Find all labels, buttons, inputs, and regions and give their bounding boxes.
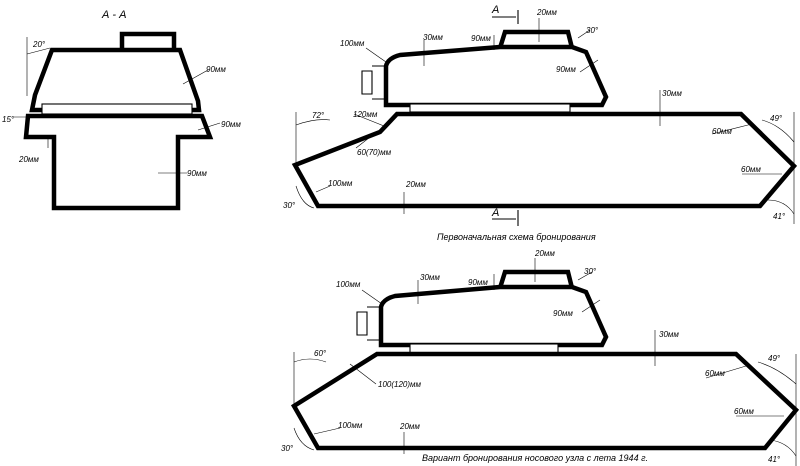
variant-1944-scheme: 100мм 30мм 90мм 20мм 30° 90мм 60° 100(12…	[281, 249, 800, 466]
variant-rear-angle-leader	[577, 271, 593, 281]
variant-label-hull-floor: 20мм	[399, 422, 420, 431]
section-hull-side-leader	[197, 122, 221, 131]
original-label-rear-upper-angle: 49°	[770, 114, 783, 123]
original-gun-mantlet	[361, 70, 373, 95]
section-turret-outline	[29, 47, 202, 113]
variant-nose-angle-arc	[293, 358, 327, 363]
variant-label-upper-glacis: 100(120)мм	[378, 380, 422, 389]
variant-caption: Вариант бронирования носового узла с лет…	[422, 453, 648, 463]
original-label-cupola-base: 90мм	[471, 34, 491, 43]
original-rear-upper-arc	[761, 119, 795, 143]
variant-label-rear-lower-angle: 41°	[768, 455, 781, 464]
original-mantlet-leader	[365, 47, 387, 63]
section-cupola	[119, 31, 177, 50]
variant-label-rear-lower: 60мм	[734, 407, 754, 416]
variant-label-turret-rear: 90мм	[553, 309, 573, 318]
original-label-upper-front: 120мм	[353, 110, 378, 119]
variant-turret-rear-leader	[581, 299, 601, 313]
variant-cupola	[497, 269, 575, 289]
original-label-rear-upper: 60мм	[712, 127, 732, 136]
original-label-rear-lower: 60мм	[741, 165, 761, 174]
original-cupola	[497, 29, 575, 49]
section-title: А - А	[101, 9, 126, 21]
original-label-lower-front: 100мм	[328, 179, 353, 188]
original-caption: Первоначальная схема бронирования	[437, 232, 596, 242]
original-label-nose-angle: 72°	[312, 111, 325, 120]
original-nose-angle-arc	[295, 119, 331, 126]
original-turret-outline	[383, 44, 609, 108]
original-turret-ring	[409, 103, 571, 113]
original-rear-lower-arc	[767, 199, 795, 215]
section-label-hull-side-upper: 90мм	[221, 120, 241, 129]
original-label-mantlet: 100мм	[340, 39, 365, 48]
original-turret-rear-leader	[579, 59, 599, 73]
variant-label-turret-rear-angle: 30°	[584, 267, 597, 276]
variant-glacis-leader	[349, 363, 377, 385]
variant-label-hull-roof: 30мм	[659, 330, 679, 339]
original-label-turret-rear-angle: 30°	[586, 26, 599, 35]
variant-label-turret-roof: 30мм	[420, 273, 440, 282]
variant-rear-upper-leader	[705, 365, 747, 379]
original-rear-angle-leader	[577, 29, 591, 39]
variant-rear-upper-arc	[757, 361, 797, 385]
variant-lower-front-leader	[313, 427, 341, 435]
original-label-hull-roof: 30мм	[662, 89, 682, 98]
section-label-sponson-bottom: 20мм	[18, 155, 39, 164]
original-label-rear-lower-angle: 41°	[773, 212, 786, 221]
section-turret-ring	[41, 103, 193, 115]
original-upper-front-leader	[353, 113, 385, 127]
variant-lower-angle-arc	[293, 427, 315, 451]
section-view-aa: А - А 20° 90мм 90мм 15° 20мм 90мм	[2, 9, 241, 211]
variant-rear-lower-arc	[769, 439, 797, 457]
section-roof-dim-leader	[26, 47, 51, 55]
variant-mantlet-leader	[361, 289, 383, 305]
section-mark-top-letter: А	[491, 4, 499, 16]
original-label-turret-roof: 30мм	[423, 33, 443, 42]
variant-label-nose-angle: 60°	[314, 349, 327, 358]
original-label-hull-floor: 20мм	[405, 180, 426, 189]
section-label-roof-angle: 20°	[32, 40, 46, 49]
variant-gun-mantlet	[356, 311, 368, 336]
original-label-upper-glacis: 60(70)мм	[357, 148, 392, 157]
section-label-hull-side-lower: 90мм	[187, 169, 207, 178]
variant-label-lower-front-angle: 30°	[281, 444, 294, 453]
variant-label-lower-front: 100мм	[338, 421, 363, 430]
original-label-cupola-top: 20мм	[536, 8, 557, 17]
variant-label-rear-upper: 60мм	[705, 369, 725, 378]
original-lower-angle-arc	[295, 185, 315, 209]
section-hull-outline	[23, 113, 214, 211]
section-turret-side-leader	[182, 69, 209, 85]
original-hull-outline	[291, 111, 798, 209]
section-label-sponson-angle: 15°	[2, 115, 15, 124]
variant-label-rear-upper-angle: 49°	[768, 354, 781, 363]
variant-turret-outline	[378, 284, 609, 348]
section-label-turret-side: 90мм	[206, 65, 226, 74]
original-glacis-leader	[355, 133, 375, 149]
variant-label-cupola-top: 20мм	[534, 249, 555, 258]
original-label-lower-front-angle: 30°	[283, 201, 296, 210]
original-label-turret-rear: 90мм	[556, 65, 576, 74]
section-mark-bottom-letter: А	[491, 207, 499, 219]
variant-label-cupola-base: 90мм	[468, 278, 488, 287]
original-lower-front-leader	[315, 185, 331, 193]
original-rear-upper-leader	[711, 123, 753, 135]
variant-label-mantlet: 100мм	[336, 280, 361, 289]
original-scheme: А А 100мм	[283, 4, 798, 242]
